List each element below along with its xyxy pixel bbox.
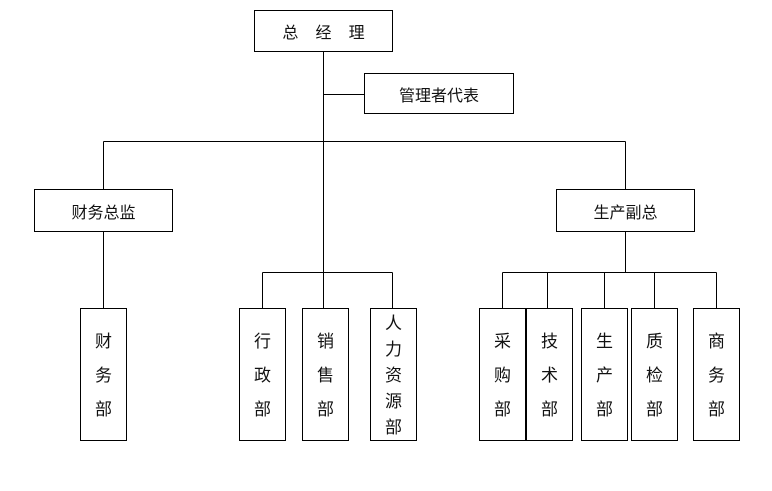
char: 部 [317, 400, 334, 420]
char: 、 [494, 427, 511, 440]
dept-purchasing: 采 购 部 、 [479, 308, 526, 441]
finance-director-box: 财务总监 [34, 189, 173, 232]
char: 技 [541, 332, 558, 352]
production-vp-box: 生产副总 [556, 189, 695, 232]
char: 术 [541, 366, 558, 386]
char: 部 [646, 400, 663, 420]
char: 部 [95, 400, 112, 420]
char: 产 [596, 366, 613, 386]
char: 销 [317, 332, 334, 352]
char: 质 [646, 332, 663, 352]
management-rep-box: 管理者代表 [364, 73, 514, 114]
dept-finance: 财 务 部 [80, 308, 127, 441]
dept-hr: 人 力 资 源 部 [370, 308, 417, 441]
char: 部 [254, 400, 271, 420]
finance-director-label: 财务总监 [71, 202, 136, 222]
char: 务 [95, 366, 112, 386]
char: 行 [254, 332, 271, 352]
general-manager-box: 总 经 理 [254, 10, 393, 52]
dept-admin: 行 政 部 [239, 308, 286, 441]
char: 部 [708, 400, 725, 420]
management-rep-label: 管理者代表 [398, 85, 479, 105]
char: 部 [494, 400, 511, 420]
char: 资 [385, 366, 402, 386]
char: 务 [708, 366, 725, 386]
char: 源 [385, 392, 402, 412]
char: 人 [385, 314, 402, 334]
char: 政 [254, 366, 271, 386]
general-manager-label: 总 经 理 [282, 23, 371, 42]
char: 检 [646, 366, 663, 386]
dept-tech: 技 术 部 [526, 308, 573, 441]
char: 部 [385, 418, 402, 438]
production-vp-label: 生产副总 [593, 202, 658, 222]
dept-quality: 质 检 部 [631, 308, 678, 441]
char: 购 [494, 366, 511, 386]
char: 生 [596, 332, 613, 352]
char: 部 [596, 400, 613, 420]
dept-sales: 销 售 部 [302, 308, 349, 441]
char: 商 [708, 332, 725, 352]
dept-business: 商 务 部 [693, 308, 740, 441]
char: 力 [385, 340, 402, 360]
char: 部 [541, 400, 558, 420]
char: 采 [494, 332, 511, 352]
char: 售 [317, 366, 334, 386]
char: 财 [95, 332, 112, 352]
dept-production: 生 产 部 [581, 308, 628, 441]
